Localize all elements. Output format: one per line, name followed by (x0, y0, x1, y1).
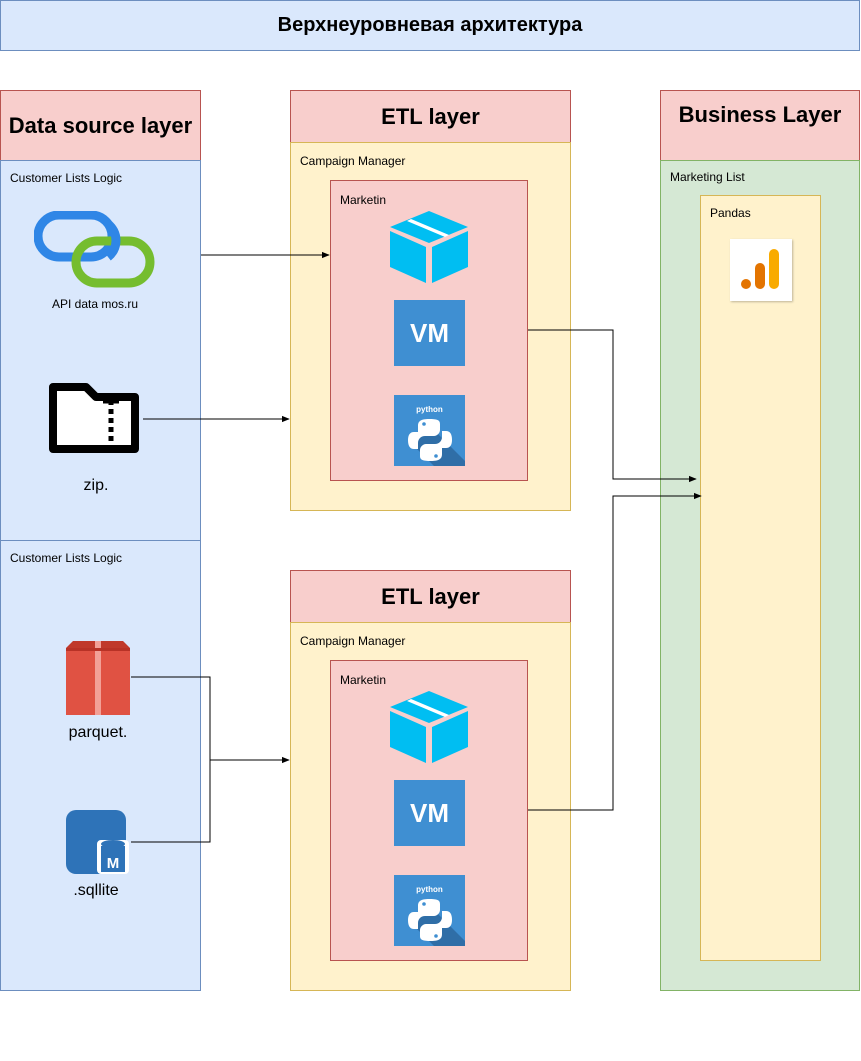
analytics-icon (730, 239, 792, 301)
python-text: python (416, 405, 443, 414)
zip-folder-icon (49, 383, 139, 453)
business-container-label: Marketing List (670, 170, 745, 184)
api-data-label: API data mos.ru (51, 297, 139, 311)
etl-bottom-inner-label: Marketin (340, 673, 387, 687)
diagram-title: Верхнеуровневая архитектура (0, 0, 860, 51)
vm-icon: VM (394, 300, 465, 366)
zip-label: zip. (83, 477, 109, 494)
box-icon (390, 211, 468, 283)
etl-top-container-label: Campaign Manager (300, 154, 406, 168)
etl-top-inner-label: Marketin (340, 193, 387, 207)
python-icon: python (394, 875, 465, 946)
data-source-group-2-label: Customer Lists Logic (10, 551, 123, 565)
python-icon: python (394, 395, 465, 466)
etl-top-header: ETL layer (290, 90, 571, 143)
box-icon (390, 691, 468, 763)
data-source-group-1 (0, 160, 201, 541)
pandas-container (700, 195, 821, 961)
python-text: python (416, 885, 443, 894)
data-source-group-1-label: Customer Lists Logic (10, 171, 123, 185)
etl-bottom-container-label: Campaign Manager (300, 634, 406, 648)
parquet-label: parquet. (68, 724, 128, 741)
parquet-icon (66, 641, 130, 715)
business-header: Business Layer (660, 90, 860, 161)
etl-bottom-header: ETL layer (290, 570, 571, 623)
link-chain-icon (34, 211, 155, 288)
data-source-group-2 (0, 540, 201, 991)
svg-text:M: M (107, 855, 120, 872)
database-icon: M (66, 810, 129, 874)
data-source-header: Data source layer (0, 90, 201, 161)
pandas-label: Pandas (710, 206, 751, 220)
sqllite-label: .sqllite (73, 882, 119, 899)
vm-icon: VM (394, 780, 465, 846)
